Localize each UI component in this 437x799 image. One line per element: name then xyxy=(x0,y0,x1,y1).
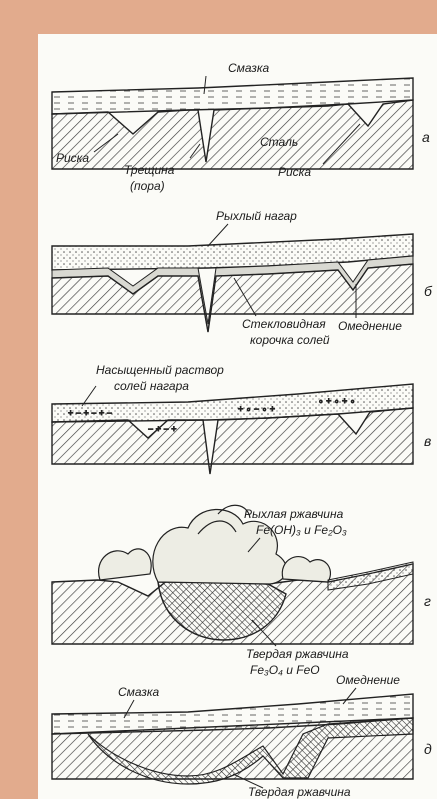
panel-g: Рыхлая ржавчина Fe(OH)₃ и Fe₂O₃ Твердая … xyxy=(52,505,431,677)
panel-letter-g: г xyxy=(424,593,431,609)
lubricant-layer-a xyxy=(52,78,413,114)
label-scratch-left-a: Риска xyxy=(56,151,89,165)
label-hard-rust-g-line1: Твердая ржавчина xyxy=(246,647,349,661)
panel-letter-b: б xyxy=(424,283,433,299)
label-glassy-b-line2: корочка солей xyxy=(250,333,330,347)
label-hardening-b: Омеднение xyxy=(338,319,402,333)
corrosion-stages-diagram: Смазка Сталь Риска Трещина (пора) Риска … xyxy=(38,34,437,799)
label-saturated-v-line2: солей нагара xyxy=(114,379,189,393)
label-crack-a-line2: (пора) xyxy=(130,179,165,193)
label-hard-rust-g-line2: Fe₃O₄ и FeO xyxy=(250,663,320,677)
page-frame: Смазка Сталь Риска Трещина (пора) Риска … xyxy=(14,14,437,799)
label-hardening-d: Омеднение xyxy=(336,673,400,687)
svg-text:∘ + ∘ + ∘: ∘ + ∘ + ∘ xyxy=(318,396,355,406)
label-loose-rust-g-line1: Рыхлая ржавчина xyxy=(244,507,344,521)
diagram-sheet: Смазка Сталь Риска Трещина (пора) Риска … xyxy=(38,34,437,799)
label-lubricant-d: Смазка xyxy=(118,685,160,699)
label-scratch-right-a: Риска xyxy=(278,165,311,179)
panel-v: + − + − + − − + − + + ∘ − ∘ + ∘ + ∘ + ∘ … xyxy=(52,363,431,474)
panel-d: Смазка Омеднение Твердая ржавчина д xyxy=(52,673,432,799)
svg-text:+ ∘ − ∘ +: + ∘ − ∘ + xyxy=(238,404,275,414)
deposit-layer-b xyxy=(52,234,413,270)
label-saturated-v-line1: Насыщенный раствор xyxy=(96,363,224,377)
panel-letter-d: д xyxy=(424,741,432,757)
svg-text:+ − + − + −: + − + − + − xyxy=(68,408,112,418)
panel-a: Смазка Сталь Риска Трещина (пора) Риска … xyxy=(52,61,430,193)
panel-letter-v: в xyxy=(424,433,431,449)
panel-letter-a: а xyxy=(422,129,430,145)
label-crack-a-line1: Трещина xyxy=(124,163,175,177)
leader-deposit-b xyxy=(208,224,228,246)
panel-b: Рыхлый нагар Стекловидная корочка солей … xyxy=(52,209,433,347)
label-loose-deposit-b: Рыхлый нагар xyxy=(216,209,297,223)
label-steel-a: Сталь xyxy=(260,135,298,149)
label-lubricant-a: Смазка xyxy=(228,61,270,75)
label-hard-rust-d: Твердая ржавчина xyxy=(248,785,351,799)
svg-text:− + − +: − + − + xyxy=(148,424,177,434)
label-glassy-b-line1: Стекловидная xyxy=(242,317,326,331)
label-loose-rust-g-line2: Fe(OH)₃ и Fe₂O₃ xyxy=(256,523,347,537)
